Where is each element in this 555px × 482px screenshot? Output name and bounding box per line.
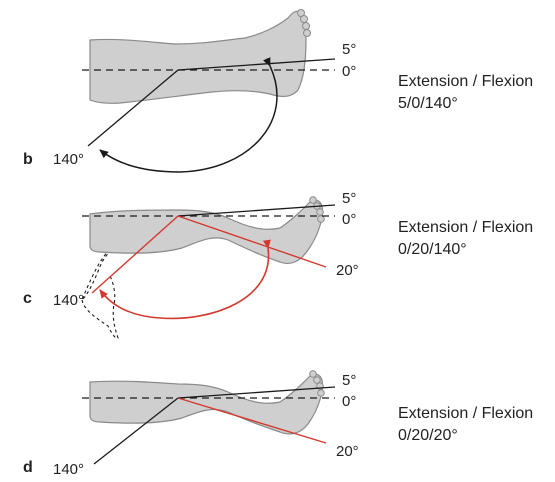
panel-letter: d: [23, 459, 33, 476]
angle-label-140: 140°: [53, 292, 84, 309]
flexion-arc-arrow: [99, 239, 271, 320]
angle-label-5: 5°: [342, 41, 356, 58]
caption-values: 0/20/20°: [398, 427, 458, 444]
angle-label-0: 0°: [342, 393, 356, 410]
extension-5-line: [177, 204, 336, 217]
panel-c: 5° 0° 20° 140° c Extension / Flexion 0/2…: [23, 190, 533, 339]
angle-label-20: 20°: [336, 443, 359, 460]
toes: [297, 9, 311, 37]
panel-d: 5° 0° 20° 140° d Extension / Flexion 0/2…: [23, 370, 533, 478]
angle-label-0: 0°: [342, 63, 356, 80]
caption-title: Extension / Flexion: [398, 405, 533, 422]
caption-title: Extension / Flexion: [398, 219, 533, 236]
leg-knee-flexed: [89, 373, 323, 435]
caption-values: 0/20/140°: [398, 241, 467, 258]
flexion-140-line: [93, 397, 179, 465]
leg-straight-raised: [89, 10, 307, 104]
angle-label-140: 140°: [53, 461, 84, 478]
toes: [309, 370, 325, 397]
flexion-arc-arrow: [99, 57, 278, 173]
angle-label-140: 140°: [53, 151, 84, 168]
panel-letter: c: [23, 290, 32, 307]
flexion-20-line: [177, 397, 327, 444]
extension-5-line: [177, 386, 336, 399]
angle-label-5: 5°: [342, 190, 356, 207]
panel-b: 5° 0° 140° b Extension / Flexion 5/0/140…: [23, 9, 533, 173]
caption-values: 5/0/140°: [398, 95, 458, 112]
angle-label-0: 0°: [342, 211, 356, 228]
caption-title: Extension / Flexion: [398, 73, 533, 90]
panel-letter: b: [23, 151, 33, 168]
angle-label-20: 20°: [336, 262, 359, 279]
angle-label-5: 5°: [342, 372, 356, 389]
